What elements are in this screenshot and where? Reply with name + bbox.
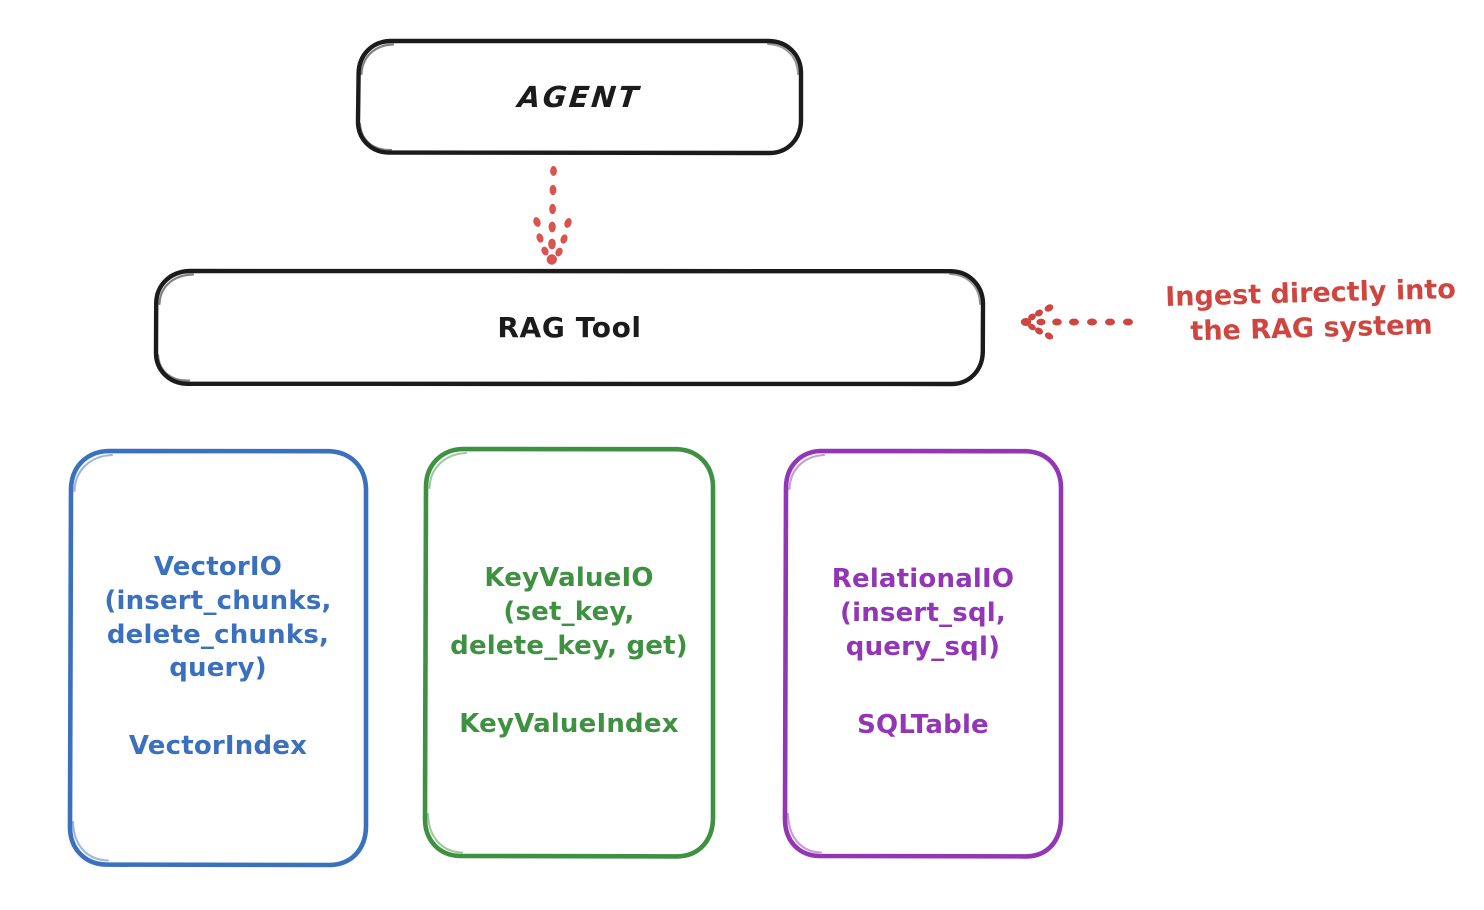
- relational-io-body: RelationalIO (insert_sql, query_sql) SQL…: [824, 563, 1022, 742]
- rag-tool-label: RAG Tool: [497, 310, 642, 344]
- ingest-to-rag-tool-connector: [1020, 304, 1133, 340]
- ingest-annotation-label: Ingest directly into the RAG system: [1164, 273, 1457, 348]
- vector-io-title: VectorIO (insert_chunks, delete_chunks, …: [104, 552, 332, 684]
- key-value-io-body: KeyValueIO (set_key, delete_key, get) Ke…: [442, 562, 696, 741]
- vector-io-body: VectorIO (insert_chunks, delete_chunks, …: [96, 551, 339, 764]
- agent-node[interactable]: AGENT: [358, 40, 801, 153]
- agent-label: AGENT: [516, 79, 643, 114]
- rag-tool-node[interactable]: RAG Tool: [156, 270, 983, 384]
- vector-io-node[interactable]: VectorIO (insert_chunks, delete_chunks, …: [70, 450, 366, 865]
- key-value-io-title: KeyValueIO (set_key, delete_key, get): [450, 563, 688, 661]
- relational-io-node[interactable]: RelationalIO (insert_sql, query_sql) SQL…: [785, 450, 1061, 856]
- relational-io-subtitle: SQLTable: [857, 709, 989, 740]
- relational-io-title: RelationalIO (insert_sql, query_sql): [831, 564, 1015, 662]
- vector-io-subtitle: VectorIndex: [128, 731, 308, 762]
- agent-to-rag-tool-connector: [533, 166, 572, 265]
- key-value-io-subtitle: KeyValueIndex: [459, 708, 679, 739]
- key-value-io-node[interactable]: KeyValueIO (set_key, delete_key, get) Ke…: [425, 448, 713, 856]
